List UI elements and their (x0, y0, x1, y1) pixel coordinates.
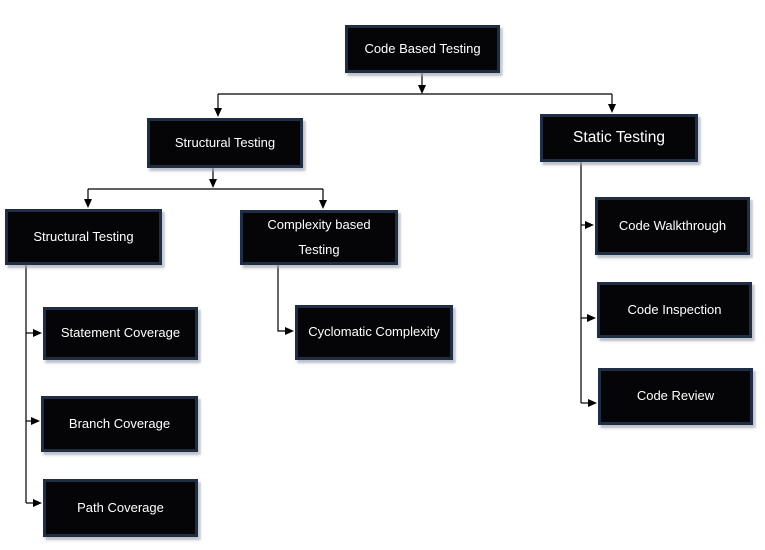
edge-to-cyclomatic (277, 265, 294, 335)
node-statement-coverage: Statement Coverage (43, 307, 198, 360)
node-branch-coverage: Branch Coverage (41, 396, 198, 452)
node-static-testing: Static Testing (540, 114, 698, 162)
node-code-review: Code Review (598, 368, 753, 425)
node-structural-testing: Structural Testing (147, 118, 303, 168)
node-path-coverage: Path Coverage (43, 479, 198, 537)
node-code-walkthrough: Code Walkthrough (595, 197, 750, 255)
node-structural-testing-sub: Structural Testing (5, 209, 162, 265)
node-complexity-based-testing: Complexity based Testing (240, 210, 398, 265)
node-code-inspection: Code Inspection (597, 282, 752, 338)
node-code-based-testing: Code Based Testing (345, 25, 500, 73)
node-cyclomatic-complexity: Cyclomatic Complexity (295, 305, 453, 360)
